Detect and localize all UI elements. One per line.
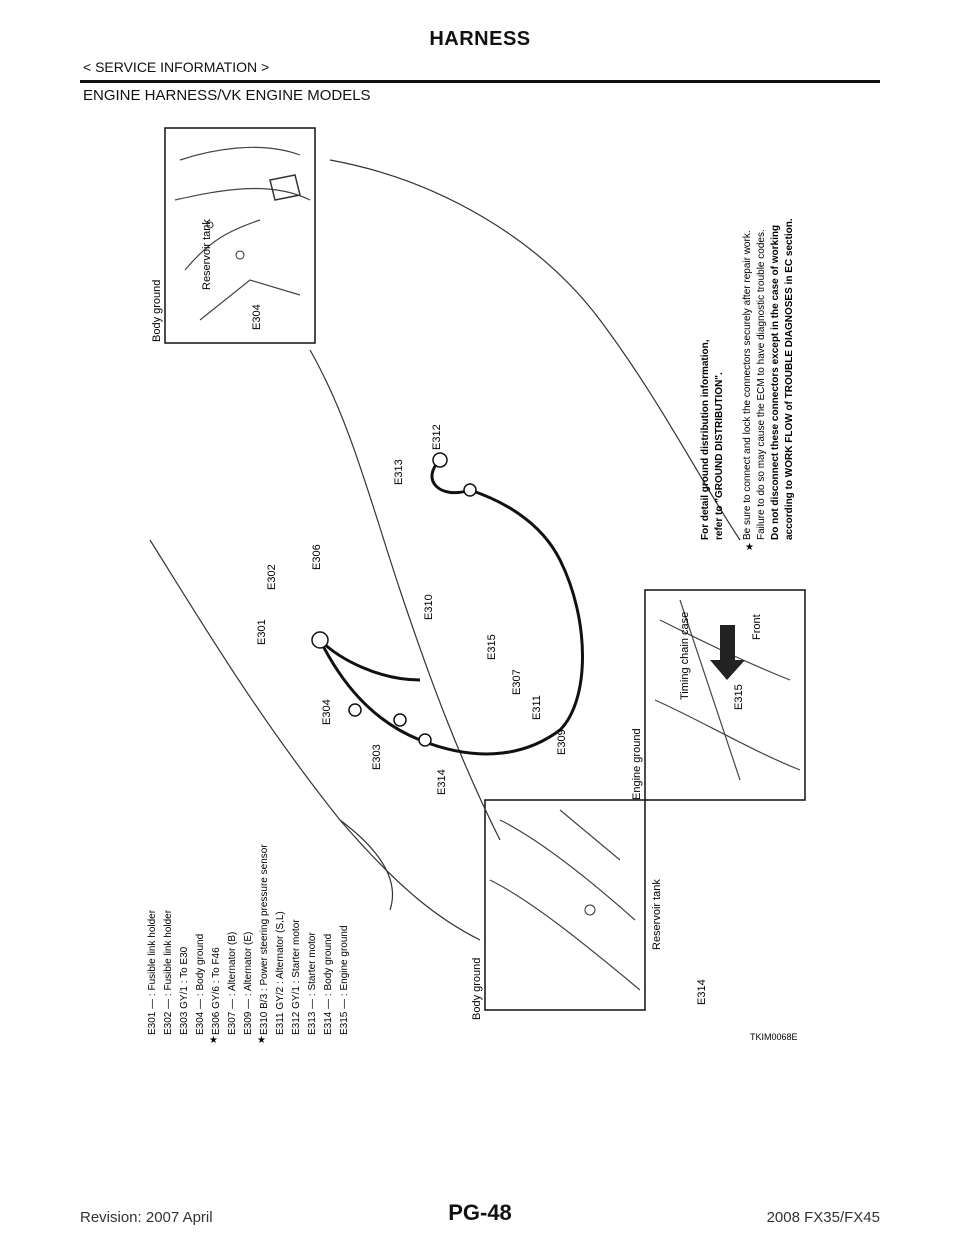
svg-text:E306: E306 [311, 544, 323, 570]
note-ground-line1: For detail ground distribution informati… [700, 339, 711, 540]
vehicle-outline [149, 159, 741, 941]
svg-text:E303: E303 [371, 744, 383, 770]
legend-row-e301: E301 — : Fusible link holder [147, 909, 158, 1035]
legend-row-e307: E307 — : Alternator (B) [227, 932, 238, 1035]
model-text: 2008 FX35/FX45 [766, 1209, 880, 1226]
note-star-line1: Be sure to connect and lock the connecto… [742, 230, 753, 540]
page-header-title: HARNESS [429, 28, 531, 50]
service-info-breadcrumb[interactable]: < SERVICE INFORMATION > [83, 59, 270, 75]
connector-legend: E301 — : Fusible link holder E302 — : Fus… [147, 844, 350, 1046]
note-star-line2: Failure to do so may cause the ECM to ha… [756, 229, 767, 540]
connector-tags: E304 E312 E313 E306 E302 E301 E310 E315 … [251, 304, 745, 1005]
connector-markers [311, 452, 477, 747]
svg-text:E314: E314 [696, 979, 708, 1005]
svg-text:E312: E312 [431, 424, 443, 450]
legend-row-e314: E314 — : Body ground [323, 934, 334, 1035]
front-arrow-icon [710, 625, 745, 680]
legend-row-e311: E311 GY/2 : Alternator (S,L) [275, 911, 286, 1035]
legend-star-icon: ★ [209, 1035, 218, 1045]
svg-text:E311: E311 [531, 695, 543, 720]
svg-text:E315: E315 [733, 684, 745, 710]
svg-text:E304: E304 [321, 699, 333, 725]
note-star-icon: ★ [745, 542, 754, 553]
svg-text:E310: E310 [423, 594, 435, 620]
legend-row-e303: E303 GY/1 : To E30 [179, 946, 190, 1035]
svg-text:E307: E307 [511, 669, 523, 695]
note-star-line3: Do not disconnect these connectors excep… [770, 225, 781, 540]
legend-row-e302: E302 — : Fusible link holder [163, 909, 174, 1035]
note-ground-line2: refer to "GROUND DISTRIBUTION". [714, 372, 725, 540]
svg-text:E302: E302 [266, 564, 278, 590]
inset-engine-ground [644, 589, 806, 801]
callout-engine-ground: Engine ground [631, 728, 643, 800]
legend-row-e304: E304 — : Body ground [195, 934, 206, 1035]
callout-front: Front [751, 614, 763, 640]
section-title: ENGINE HARNESS/VK ENGINE MODELS [83, 87, 371, 104]
svg-text:E301: E301 [256, 619, 268, 645]
svg-text:E314: E314 [436, 769, 448, 795]
svg-text:E309: E309 [556, 729, 568, 755]
legend-row-e312: E312 GY/1 : Starter motor [291, 919, 302, 1035]
harness-diagram: E304 E312 E313 E306 E302 E301 E310 E315 … [140, 120, 820, 1046]
svg-text:E313: E313 [393, 459, 405, 485]
legend-star-icon: ★ [257, 1035, 266, 1045]
callout-body-ground-top: Body ground [151, 280, 163, 342]
legend-row-e313: E313 — : Starter motor [307, 932, 318, 1035]
callout-body-ground-bottom: Body ground [471, 958, 483, 1020]
svg-text:E315: E315 [486, 634, 498, 660]
callout-reservoir-tank: Reservoir tank [201, 219, 213, 290]
note-star-line4: according to WORK FLOW of TROUBLE DIAGNO… [784, 218, 795, 540]
revision-text: Revision: 2007 April [80, 1209, 213, 1226]
figure-id: TKIM0068E [750, 1032, 798, 1042]
page-number: PG-48 [448, 1200, 512, 1225]
legend-row-e306: E306 GY/6 : To F46 [211, 947, 222, 1035]
inset-body-ground-bottom [484, 799, 646, 1011]
callout-reservoir-tank-bottom: Reservoir tank [651, 879, 663, 950]
callout-timing-chain-case: Timing chain case [679, 612, 691, 700]
legend-row-e309: E309 — : Alternator (E) [243, 932, 254, 1035]
legend-row-e315: E315 — : Engine ground [339, 925, 350, 1035]
harness-diagram-svg: E304 E312 E313 E306 E302 E301 E310 E315 … [147, 127, 806, 1046]
inset-body-ground-top [164, 127, 316, 344]
svg-text:E304: E304 [251, 304, 263, 330]
header-divider [80, 80, 880, 83]
legend-row-e310: E310 B/3 : Power steering pressure senso… [259, 844, 270, 1035]
